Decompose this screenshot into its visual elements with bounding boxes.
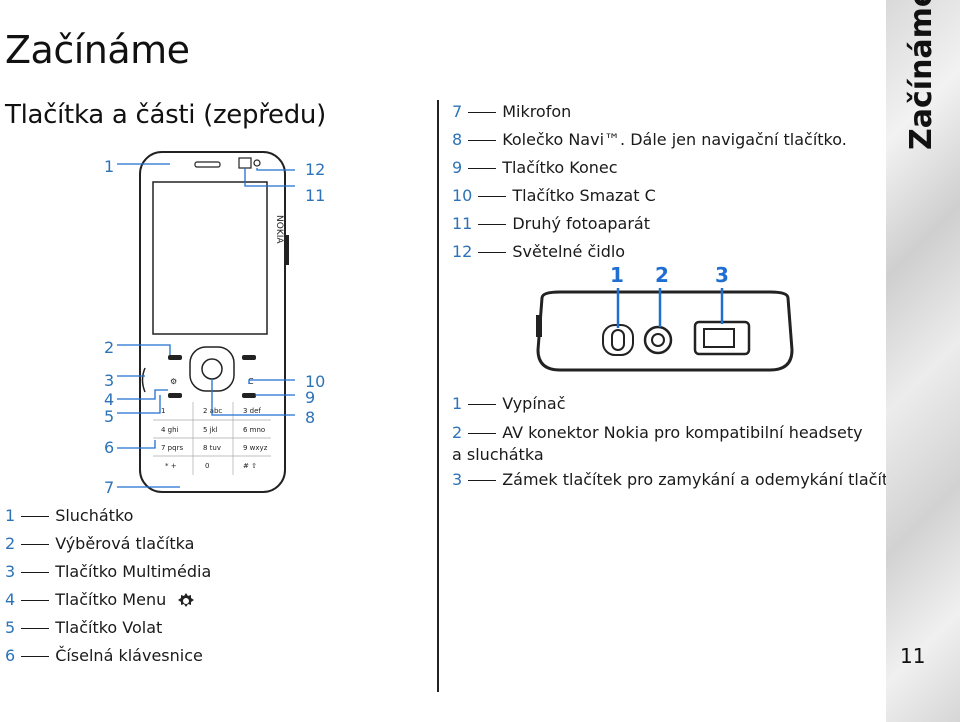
keypad-label: * + <box>165 462 177 470</box>
keypad-label: ⚙ <box>170 377 177 386</box>
keypad-label: 0 <box>205 462 209 470</box>
keypad-label: 3 def <box>243 407 261 415</box>
callout-front-11: 11 <box>305 186 326 205</box>
callout-front-3: 3 <box>104 371 115 390</box>
callout-front-8: 8 <box>305 408 316 427</box>
keypad-label: 5 jkl <box>203 426 218 434</box>
callout-front-2: 2 <box>104 338 115 357</box>
legend-item-continuation: a sluchátka <box>452 445 544 464</box>
menu-key-icon <box>178 592 195 607</box>
keypad-label: 4 ghi <box>161 426 179 434</box>
page-number: 11 <box>900 644 926 668</box>
callout-front-12: 12 <box>305 160 326 179</box>
callout-front-4: 4 <box>104 390 115 409</box>
callout-front-1: 1 <box>104 157 115 176</box>
callout-front-9: 9 <box>305 388 316 407</box>
callout-top-2: 2 <box>655 263 669 287</box>
callout-top-3: 3 <box>715 263 729 287</box>
callout-top-1: 1 <box>610 263 624 287</box>
page-title: Začínáme <box>5 28 190 72</box>
phone-top-illustration: 1 2 3 <box>536 263 794 372</box>
keypad-label: 2 abc <box>203 407 222 415</box>
callout-front-6: 6 <box>104 438 115 457</box>
phone-front-illustration: NOKIA ⚙ C 1 2 abc 3 def 4 ghi 5 jkl 6 mn… <box>117 151 295 493</box>
column-divider <box>437 100 439 692</box>
section-title: Tlačítka a části (zepředu) <box>5 100 326 130</box>
callout-front-7: 7 <box>104 478 115 497</box>
keypad-label: NOKIA <box>274 215 284 244</box>
chapter-sidebar: Začínáme <box>886 0 960 722</box>
keypad-label: C <box>248 377 254 386</box>
callout-front-5: 5 <box>104 407 115 426</box>
sidebar-chapter-title: Začínáme <box>904 0 939 150</box>
keypad-label: 6 mno <box>243 426 265 434</box>
keypad-label: # ⇧ <box>243 462 257 470</box>
keypad-label: 7 pqrs <box>161 444 183 452</box>
keypad-label: 1 <box>161 407 165 415</box>
keypad-label: 8 tuv <box>203 444 221 452</box>
callout-front-10: 10 <box>305 372 326 391</box>
keypad-label: 9 wxyz <box>243 444 268 452</box>
